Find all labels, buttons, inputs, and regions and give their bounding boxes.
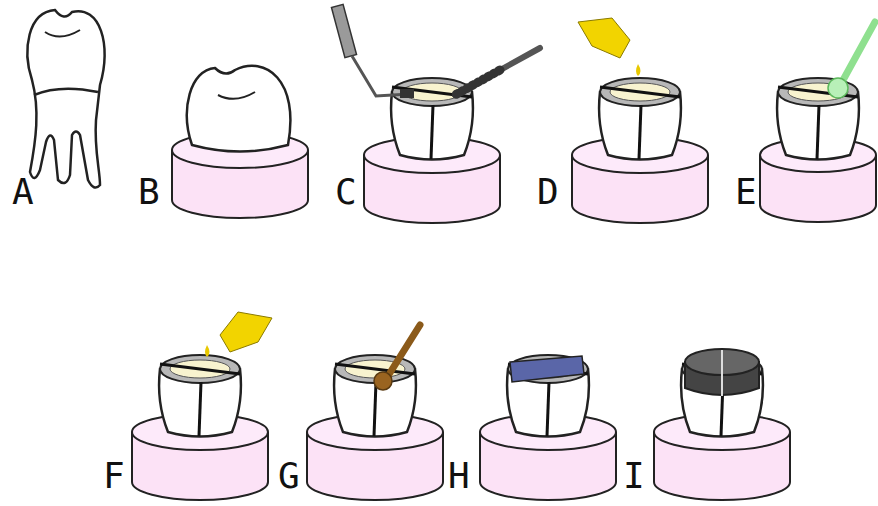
step-letter: C (335, 174, 357, 210)
step-letter: G (278, 458, 300, 494)
step-letter: I (623, 458, 645, 494)
step-letter: D (537, 174, 559, 210)
step-letter: B (138, 174, 160, 210)
step-letter: H (448, 458, 470, 494)
step-letter: A (12, 174, 34, 210)
step-letter: E (735, 174, 757, 210)
step-letter: F (103, 458, 125, 494)
